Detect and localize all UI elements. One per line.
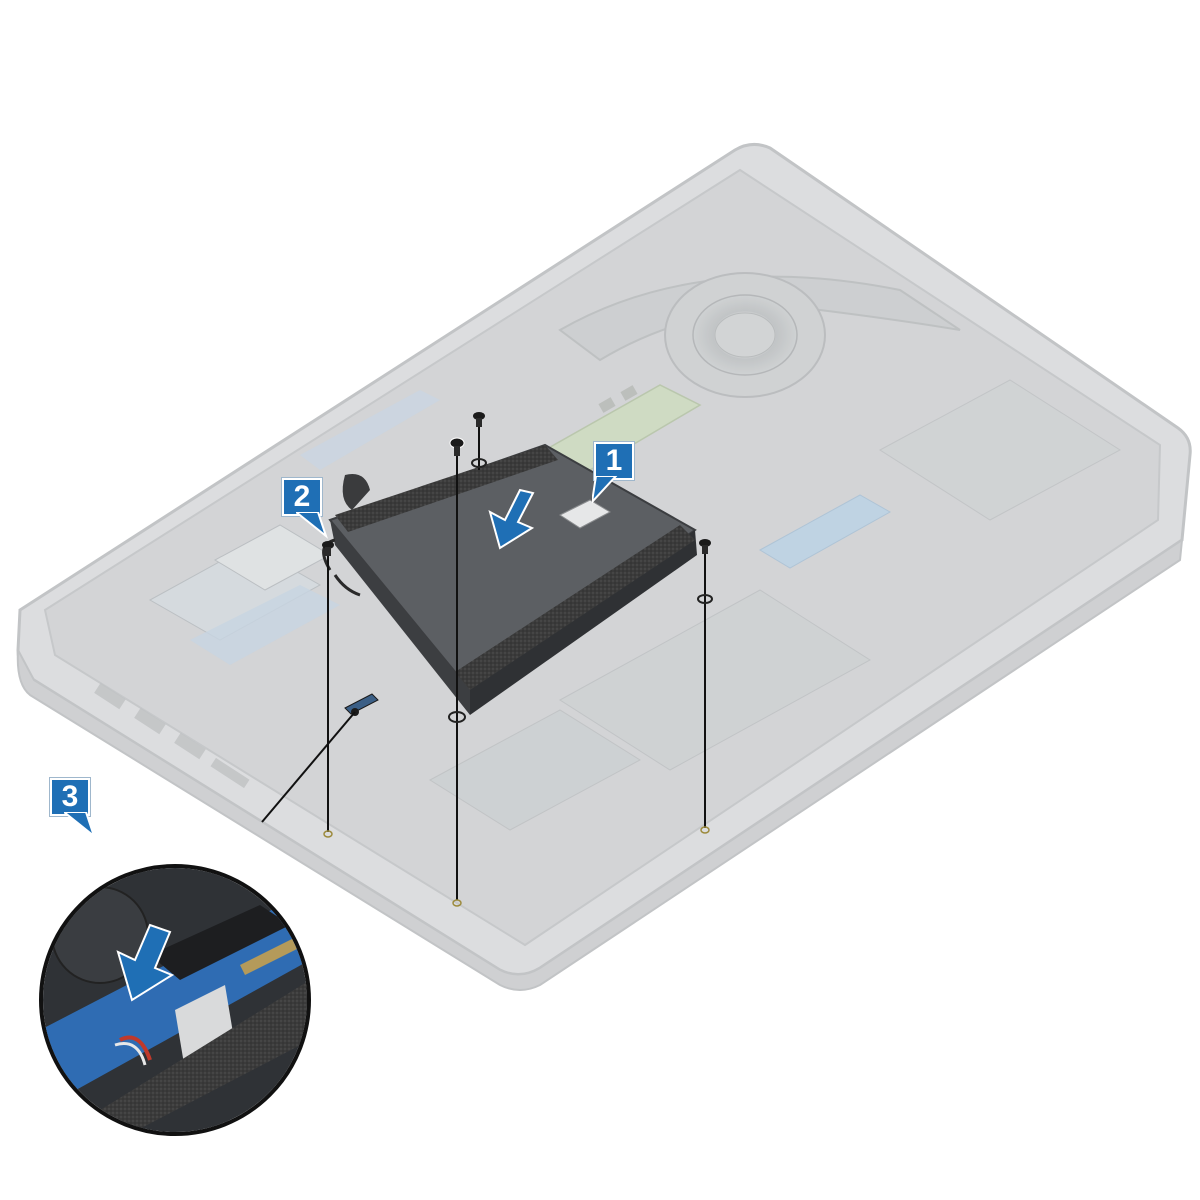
connect-arrow-icon	[116, 923, 175, 1002]
screw-left[interactable]	[322, 541, 334, 838]
callout-1-tail	[592, 476, 618, 504]
screw-right[interactable]	[697, 539, 713, 834]
screw-top[interactable]	[471, 412, 487, 470]
callout-2-label: 2	[293, 480, 311, 513]
callout-2-tail	[296, 512, 329, 539]
callout-2-box	[282, 478, 322, 516]
foam-strip-right	[455, 525, 695, 690]
hard-drive-assembly[interactable]	[328, 443, 697, 715]
callout-2: 2	[282, 478, 329, 539]
insert-arrow-icon	[488, 488, 535, 550]
internal-components	[94, 272, 1121, 831]
inset-leader-line	[261, 711, 356, 823]
callout-3: 3	[50, 778, 97, 839]
drive-label	[558, 499, 612, 529]
screw-front[interactable]	[448, 437, 466, 907]
callout-1: 1	[592, 442, 638, 504]
callout-3-tail	[64, 812, 97, 839]
connector-detail-inset	[39, 864, 311, 1136]
callout-3-label: 3	[61, 780, 79, 813]
foam-strip-left	[335, 445, 558, 532]
cable-loose-end	[342, 474, 370, 510]
callout-1-label: 1	[605, 444, 623, 477]
cooling-fan	[664, 272, 826, 398]
